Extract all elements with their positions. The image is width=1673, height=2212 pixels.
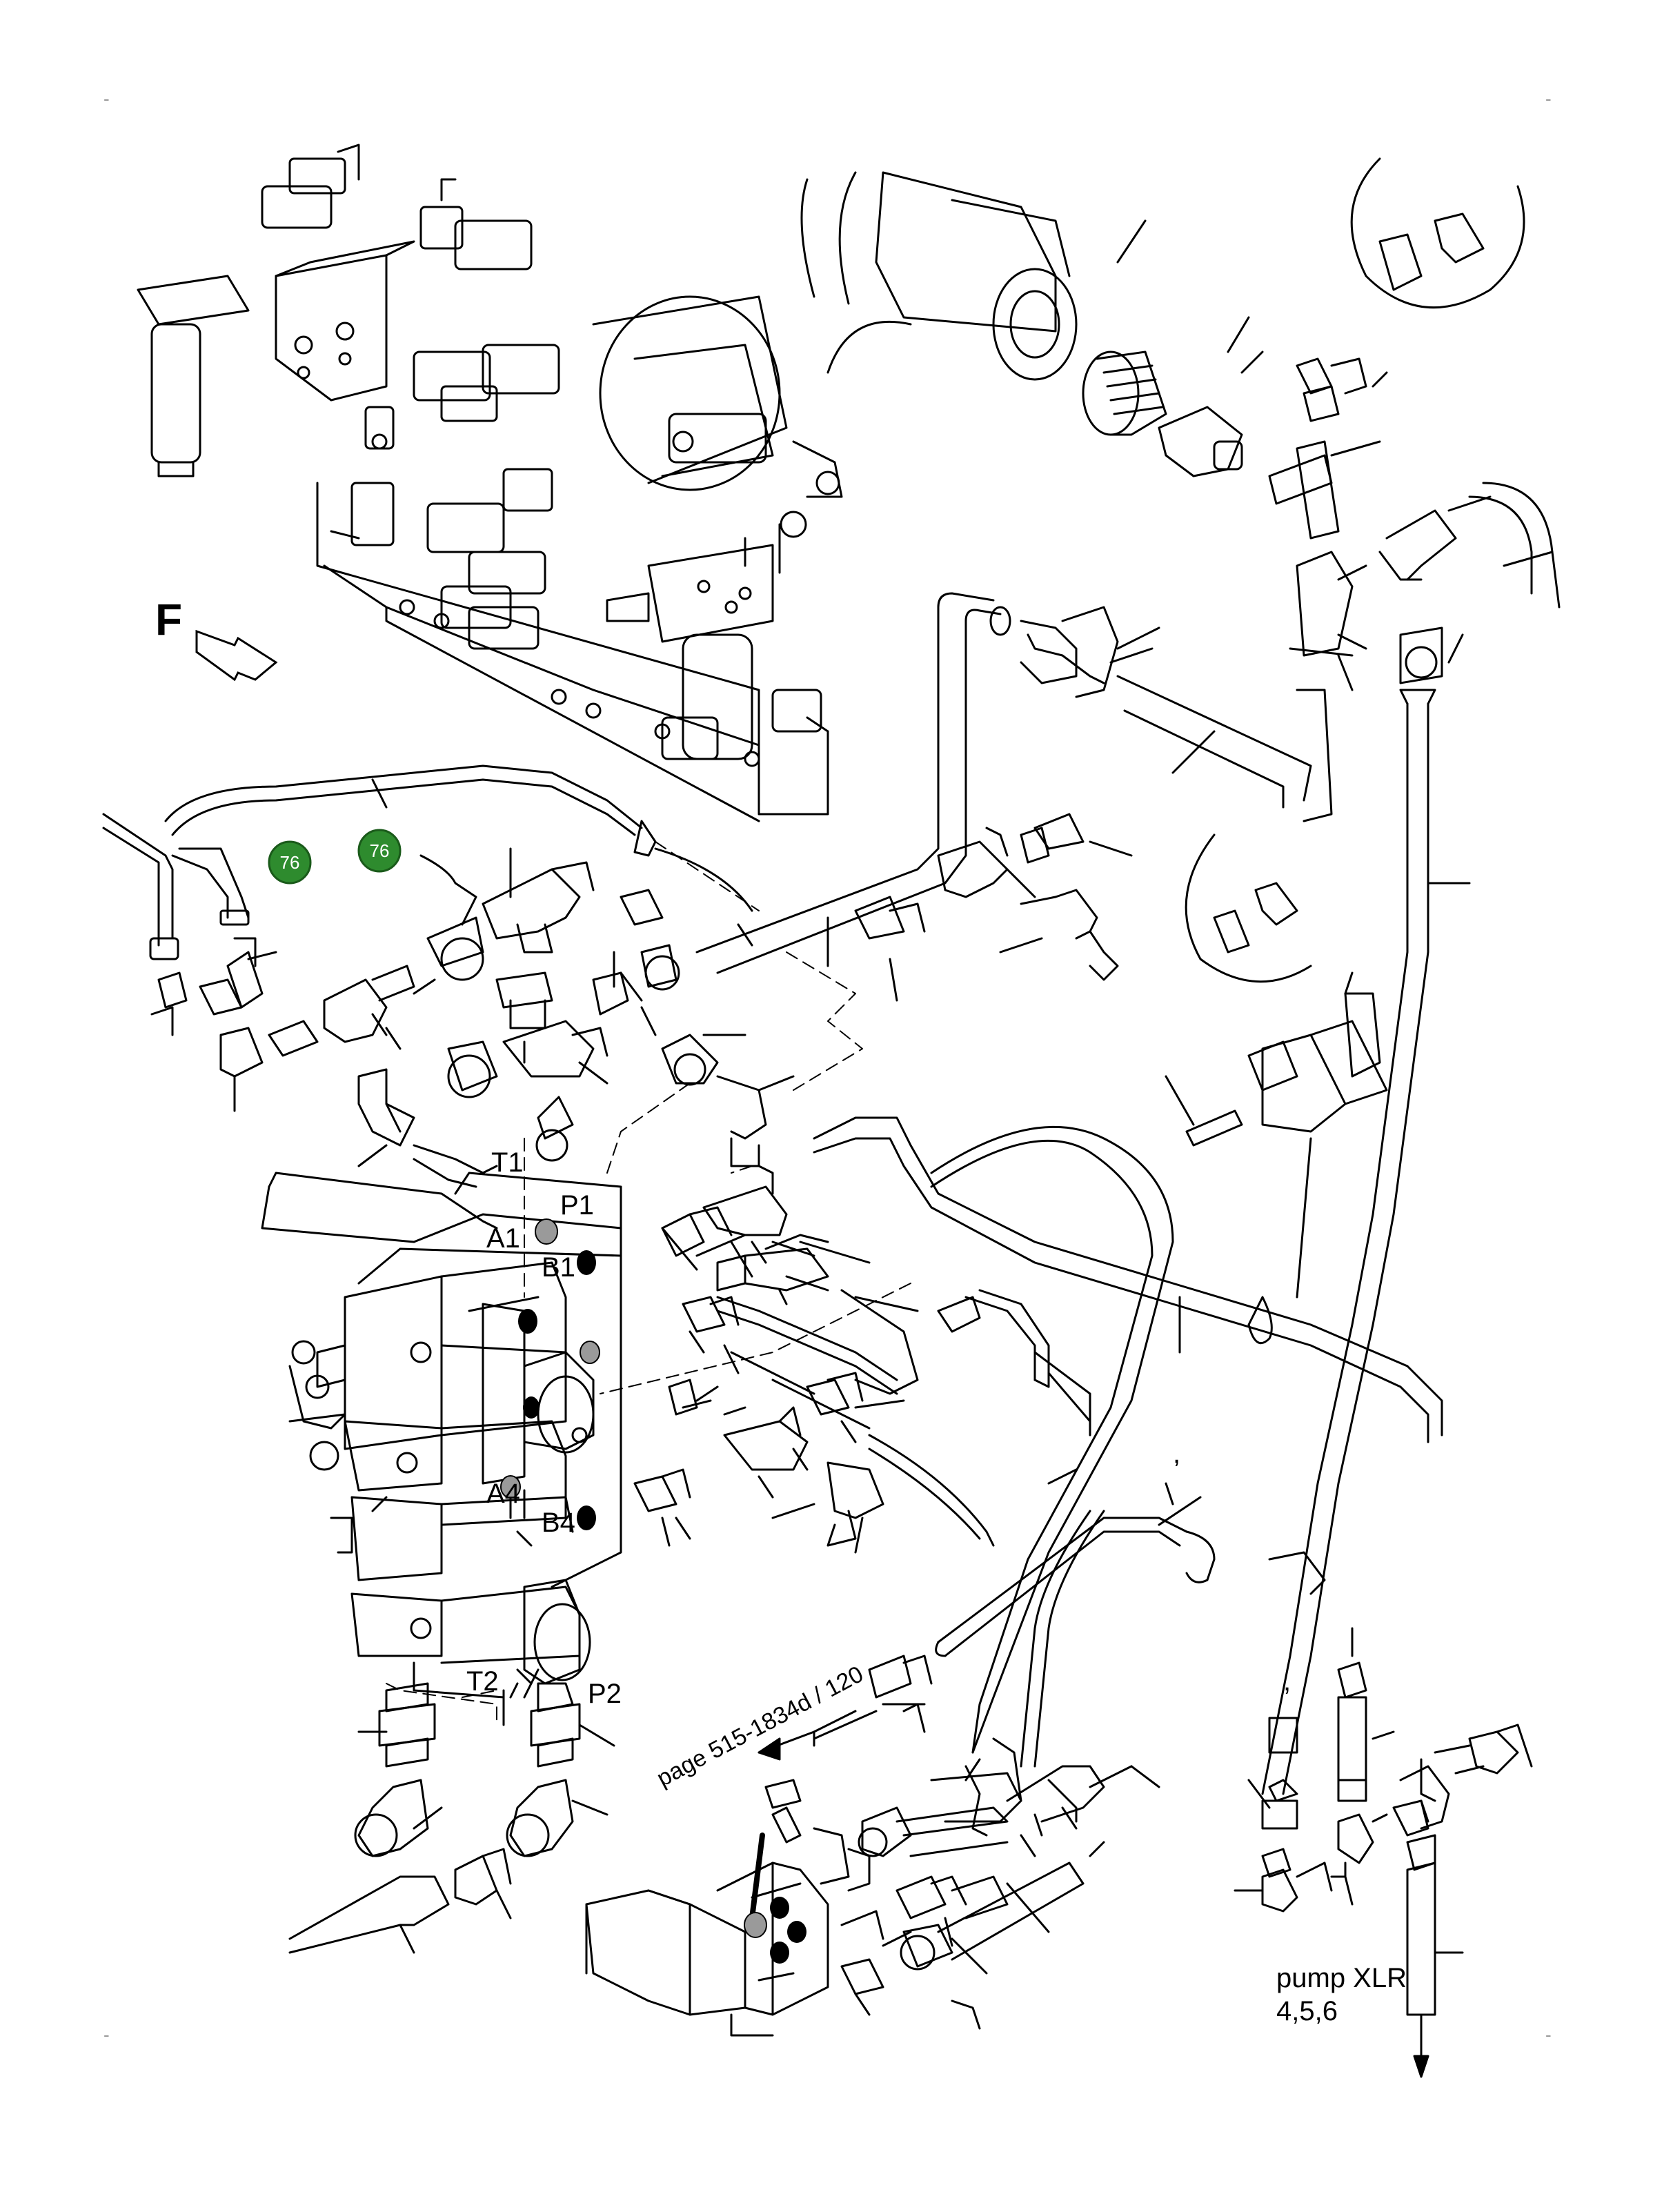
port-marker-mid-2 (580, 1341, 600, 1364)
port-marker-a1 (535, 1218, 558, 1245)
valve-stack-centre (261, 1172, 622, 1699)
detail-circle-top-right (1350, 157, 1525, 309)
direction-label: F (155, 595, 182, 644)
comma-mark-1: , (1173, 1439, 1180, 1469)
page-reference-arrow (758, 1710, 857, 1761)
fittings-centre-right (826, 813, 1133, 1002)
fittings-centre-column (633, 1165, 905, 1554)
valve-block-bottom (585, 1779, 912, 2037)
port-marker-bottom-4 (787, 1921, 806, 1943)
port-marker-b1 (577, 1250, 596, 1275)
label-p2: P2 (588, 1679, 622, 1709)
comma-mark-2: , (1283, 1666, 1291, 1697)
direction-indicator: F (155, 595, 278, 682)
port-marker-mid-1 (518, 1309, 537, 1334)
port-marker-mid-3 (523, 1396, 539, 1419)
callout-badge-76-right[interactable]: 76 (357, 829, 402, 873)
detail-circle-middle (1185, 833, 1312, 983)
fittings-bottom-left (288, 1661, 615, 1954)
fittings-left-group (150, 847, 795, 1188)
callout-badge-76-left-text: 76 (280, 852, 300, 873)
hoses-centre-diagonal (716, 1116, 1443, 1768)
fittings-bottom-right-centre (813, 1655, 1160, 2030)
crop-mark-bottom-right: - (1545, 2024, 1552, 2045)
adapter-cylinder (800, 171, 1264, 477)
callout-badges: 76 76 (268, 829, 402, 885)
label-b1: B1 (542, 1252, 575, 1283)
crop-mark-top-left: - (103, 88, 110, 109)
port-marker-bottom-3 (770, 1942, 789, 1964)
hose-right-vertical (1261, 689, 1471, 1795)
port-markers (500, 1218, 806, 1964)
label-t1: T1 (491, 1147, 524, 1178)
fittings-bottom-right (1234, 1627, 1533, 2016)
rigid-tube-top (695, 592, 1354, 974)
pump-note-line1: pump XLR (1276, 1963, 1407, 1993)
port-marker-a4 (500, 1475, 521, 1499)
callout-badge-76-right-text: 76 (370, 840, 390, 861)
crop-mark-top-right: - (1545, 88, 1552, 109)
callout-badge-76-left[interactable]: 76 (268, 840, 312, 885)
label-a1: A1 (486, 1223, 520, 1254)
hose-left-upper (102, 764, 753, 960)
valve-manifold-assembly (137, 144, 843, 822)
label-p1: P1 (560, 1190, 594, 1221)
label-a4: A4 (486, 1479, 520, 1509)
label-t2: T2 (466, 1666, 499, 1697)
pump-arrow (1413, 2013, 1429, 2078)
crop-mark-bottom-left: - (103, 2024, 110, 2045)
port-marker-b4 (577, 1505, 596, 1530)
pump-note-line2: 4,5,6 (1276, 1996, 1338, 2026)
port-marker-bottom-1 (744, 1912, 767, 1938)
label-b4: B4 (542, 1508, 575, 1538)
port-labels: T1 P1 A1 B1 A4 B4 T2 P2 (466, 1147, 622, 1709)
port-marker-bottom-2 (770, 1897, 789, 1919)
crop-marks: - - - - (103, 88, 1552, 2045)
right-fittings-top (1268, 357, 1561, 691)
clamp (1165, 971, 1388, 1298)
pump-note: pump XLR 4,5,6 (1276, 1963, 1407, 2026)
